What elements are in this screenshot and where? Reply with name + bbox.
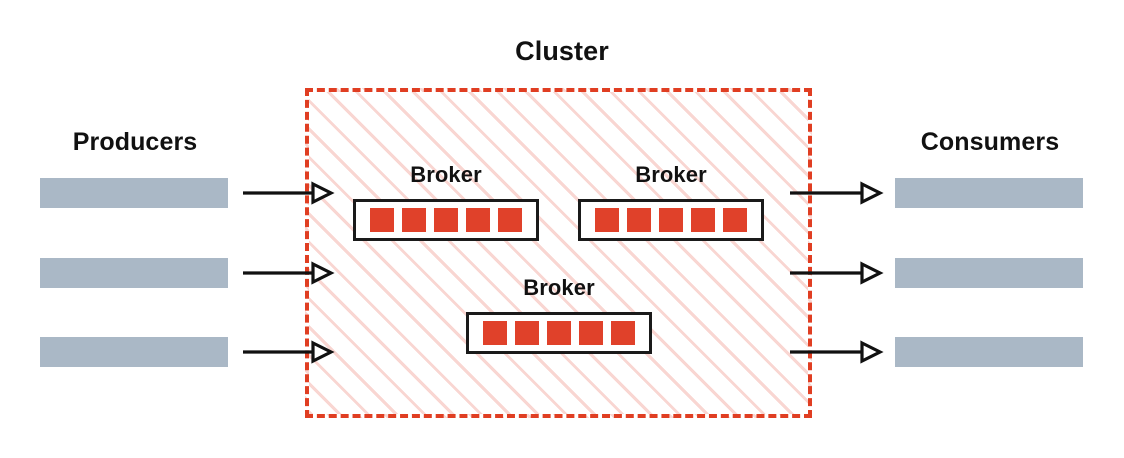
broker-node-3 [466, 312, 652, 354]
partition-block [691, 208, 715, 232]
consumers-label: Consumers [920, 128, 1060, 156]
arrow-producer-3-to-cluster [243, 340, 335, 364]
producer-node-3 [40, 337, 228, 367]
arrow-cluster-to-consumer-3 [790, 340, 884, 364]
consumer-node-3 [895, 337, 1083, 367]
producer-node-1 [40, 178, 228, 208]
partition-block [579, 321, 603, 345]
consumer-node-2 [895, 258, 1083, 288]
partition-block [659, 208, 683, 232]
cluster-title: Cluster [515, 36, 609, 66]
broker-node-1 [353, 199, 539, 241]
partition-block [466, 208, 490, 232]
partition-block [402, 208, 426, 232]
consumer-node-1 [895, 178, 1083, 208]
arrow-producer-2-to-cluster [243, 261, 335, 285]
partition-block [547, 321, 571, 345]
partition-block [611, 321, 635, 345]
arrow-cluster-to-consumer-1 [790, 181, 884, 205]
partition-block [627, 208, 651, 232]
producers-label: Producers [72, 128, 198, 156]
partition-block [595, 208, 619, 232]
broker-node-2 [578, 199, 764, 241]
arrow-cluster-to-consumer-2 [790, 261, 884, 285]
broker-label-3: Broker [523, 275, 595, 300]
partition-block [483, 321, 507, 345]
partition-block [723, 208, 747, 232]
arrow-producer-1-to-cluster [243, 181, 335, 205]
partition-block [370, 208, 394, 232]
partition-block [515, 321, 539, 345]
broker-label-1: Broker [410, 162, 482, 187]
partition-block [434, 208, 458, 232]
broker-label-2: Broker [635, 162, 707, 187]
partition-block [498, 208, 522, 232]
producer-node-2 [40, 258, 228, 288]
cluster-boundary [305, 88, 812, 418]
